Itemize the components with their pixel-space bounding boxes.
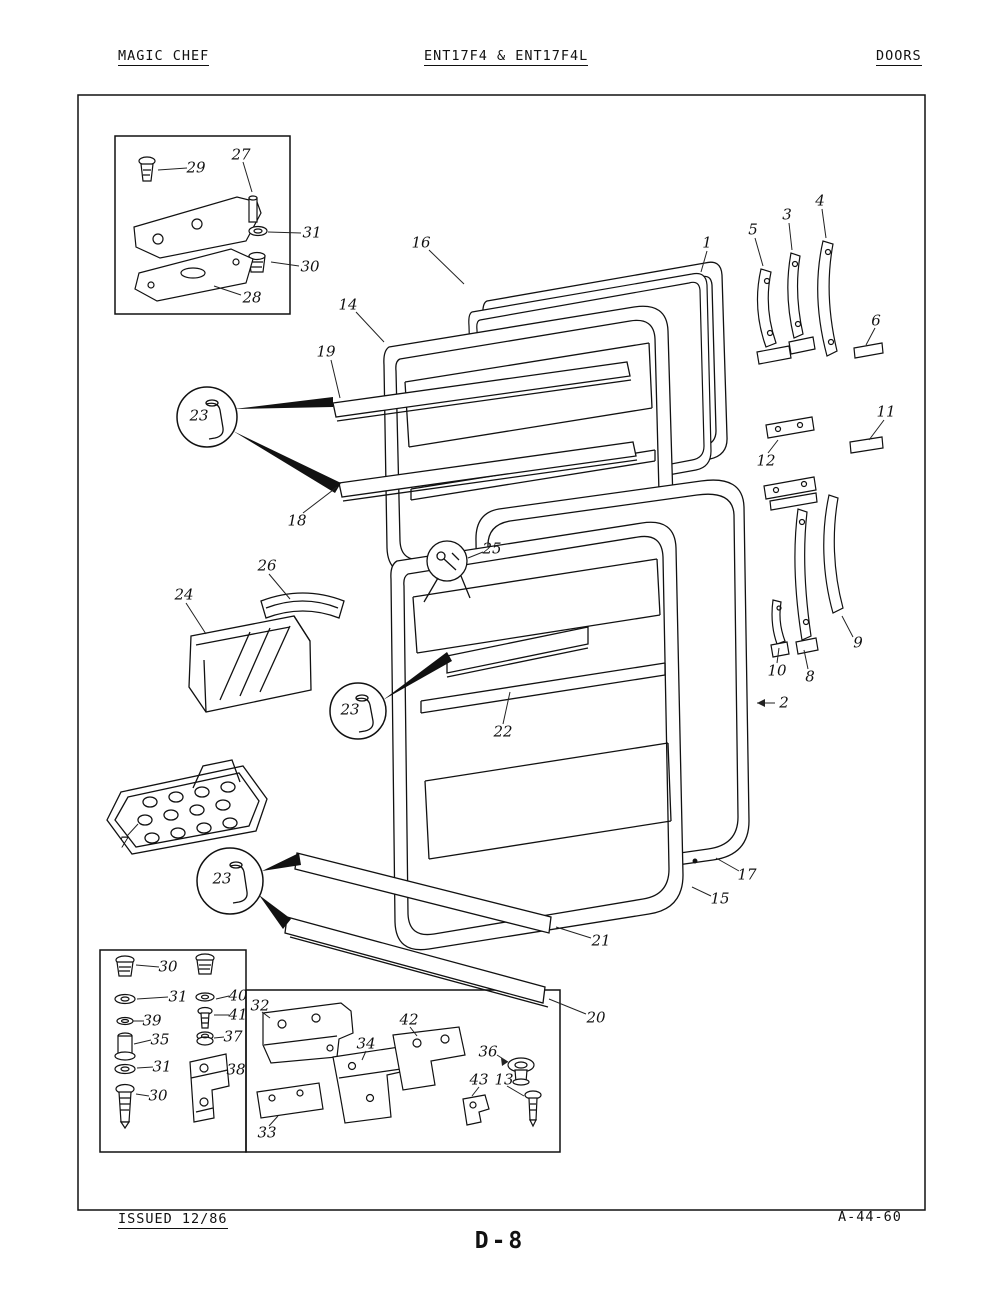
- model-title: ENT17F4 & ENT17F4L: [424, 48, 589, 66]
- diagram-frame: [77, 94, 926, 1211]
- fastener-inset-parts: [114, 953, 230, 1130]
- fresh-food-door-liner: [390, 521, 684, 951]
- clip-detail-circles: [176, 386, 452, 929]
- brand-title: MAGIC CHEF: [118, 48, 210, 66]
- left-accessories: [106, 592, 345, 855]
- leader-lines: [126, 161, 885, 1127]
- section-title: DOORS: [876, 48, 922, 66]
- screw-detail-circle: [423, 540, 471, 603]
- lower-retainer-bars: [284, 852, 552, 1008]
- page-number: D-8: [474, 1228, 526, 1254]
- doc-number: A-44-60: [838, 1209, 902, 1225]
- top-hinge-inset-parts: [133, 156, 268, 302]
- issued-date: ISSUED 12/86: [118, 1211, 228, 1229]
- hinge-straps-upper: [756, 240, 884, 454]
- freezer-retainer-bars: [332, 361, 638, 502]
- hinge-straps-lower: [763, 476, 844, 658]
- hinge-bracket-inset-parts: [256, 1002, 542, 1128]
